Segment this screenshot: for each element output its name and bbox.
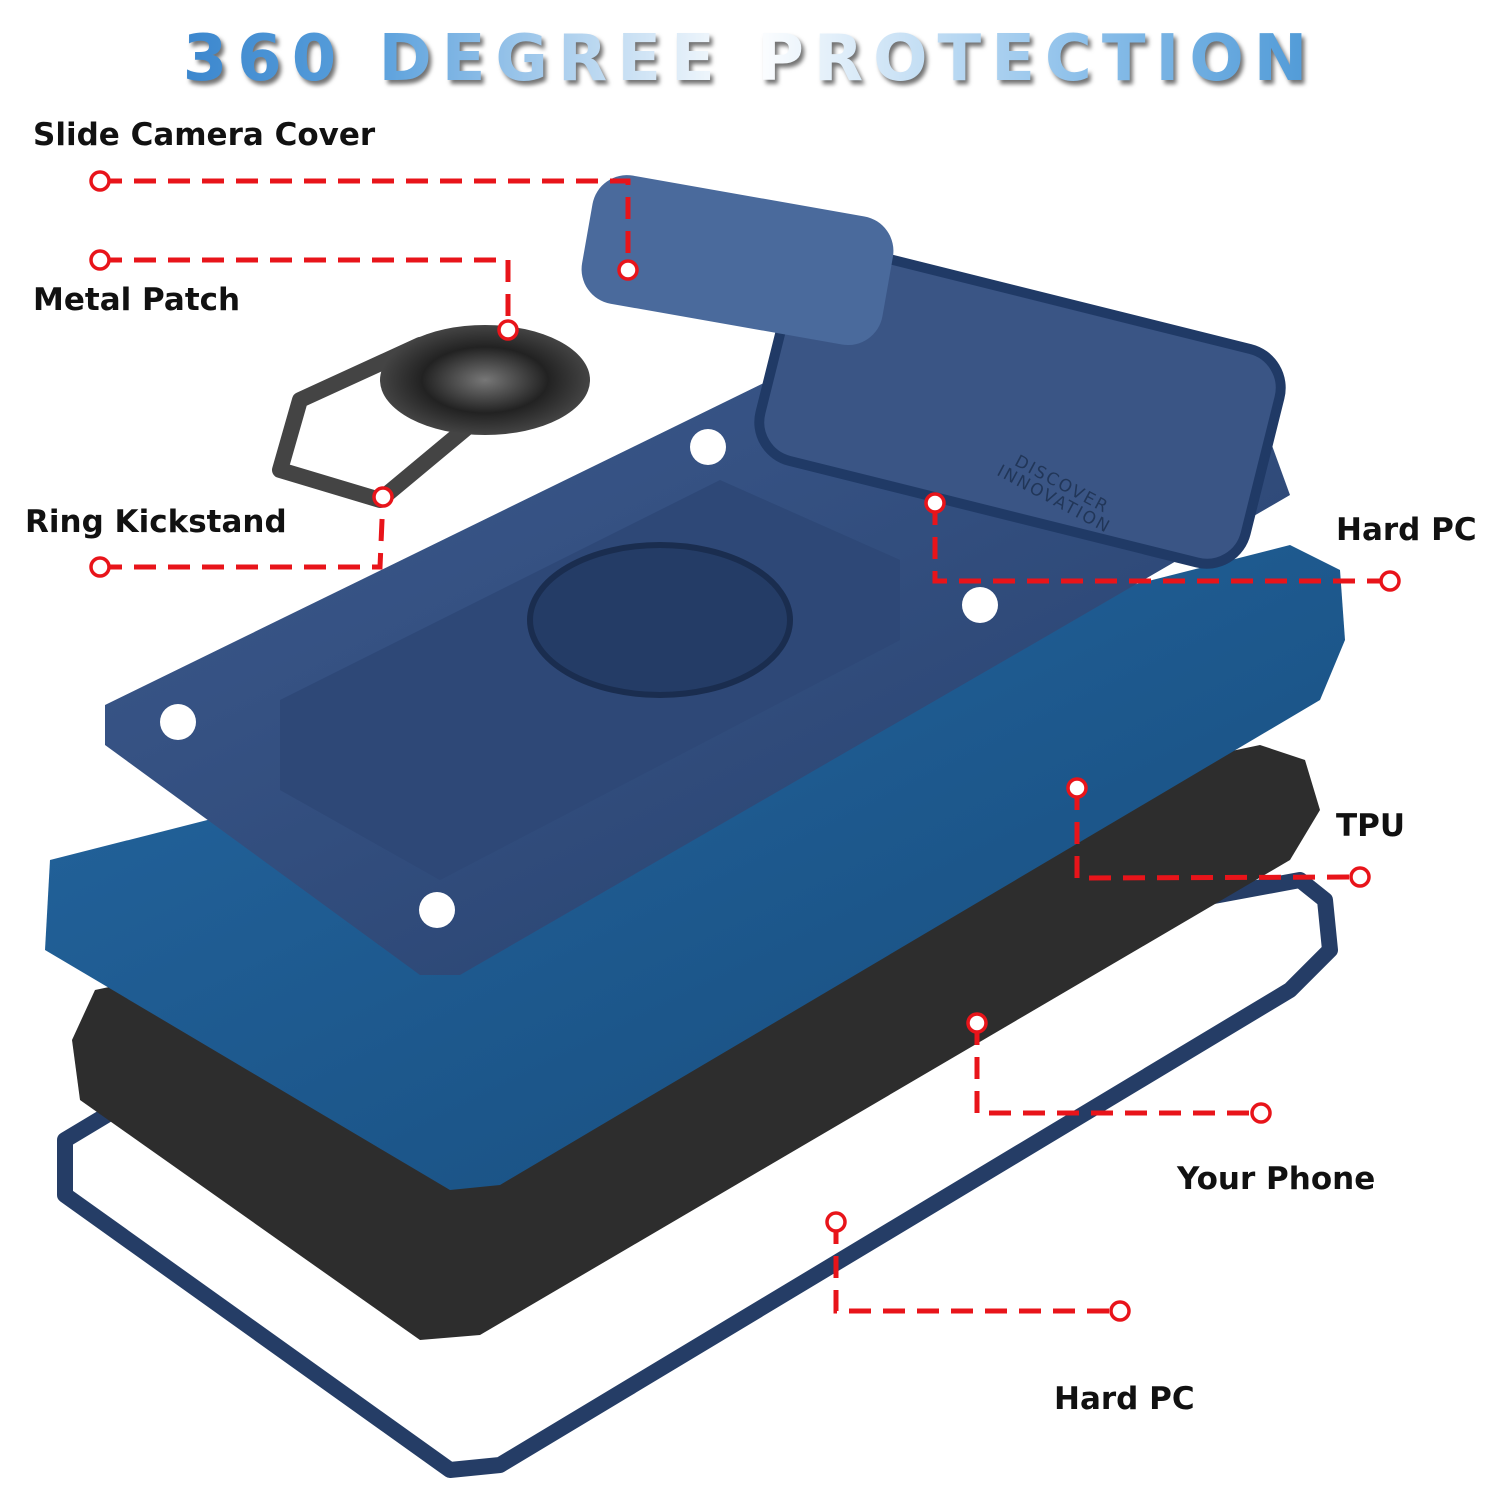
- frame-hole: [690, 429, 726, 465]
- leader-dot: [825, 1211, 847, 1233]
- metal-patch: [380, 325, 590, 435]
- leader-tpu: [1074, 788, 1361, 881]
- label-metal-patch: Metal Patch: [33, 282, 241, 318]
- leader-dot: [1349, 866, 1371, 888]
- label-your-phone: Your Phone: [1177, 1161, 1376, 1197]
- leader-dot: [497, 319, 519, 341]
- label-hard-pc-top: Hard PC: [1336, 512, 1477, 548]
- label-hard-pc-bottom: Hard PC: [1054, 1381, 1195, 1417]
- slide-camera-cover: [581, 175, 894, 346]
- label-ring-kickstand: Ring Kickstand: [25, 504, 287, 540]
- leader-dot: [924, 492, 946, 514]
- leader-dot: [1066, 777, 1088, 799]
- leader-dot: [1109, 1300, 1131, 1322]
- leader-dot: [1250, 1102, 1272, 1124]
- leader-lines: [100, 178, 1390, 1314]
- leader-hard-pc-bottom: [833, 1222, 1120, 1314]
- leader-dot: [1379, 570, 1401, 592]
- leader-ring-kickstand: [100, 496, 386, 570]
- leader-dot: [617, 259, 639, 281]
- leader-dot: [89, 249, 111, 271]
- leader-your-phone: [974, 1023, 1261, 1116]
- tpu-case: [45, 545, 1345, 1190]
- page-title: 360 DEGREE PROTECTION: [0, 22, 1500, 96]
- label-tpu: TPU: [1336, 808, 1406, 844]
- leader-dot: [966, 1012, 988, 1034]
- leader-slide-camera-cover: [100, 178, 631, 270]
- leader-dot: [372, 486, 394, 508]
- ring-mount: [527, 542, 793, 698]
- frame-hole: [160, 704, 196, 740]
- label-slide-camera-cover: Slide Camera Cover: [33, 117, 376, 153]
- camera-housing: [754, 241, 1286, 569]
- frame-hole: [419, 892, 455, 928]
- frame-hole: [962, 587, 998, 623]
- leader-metal-patch: [100, 257, 511, 330]
- leader-dot: [89, 170, 111, 192]
- leader-dot: [89, 556, 111, 578]
- leader-hard-pc-top: [932, 503, 1390, 584]
